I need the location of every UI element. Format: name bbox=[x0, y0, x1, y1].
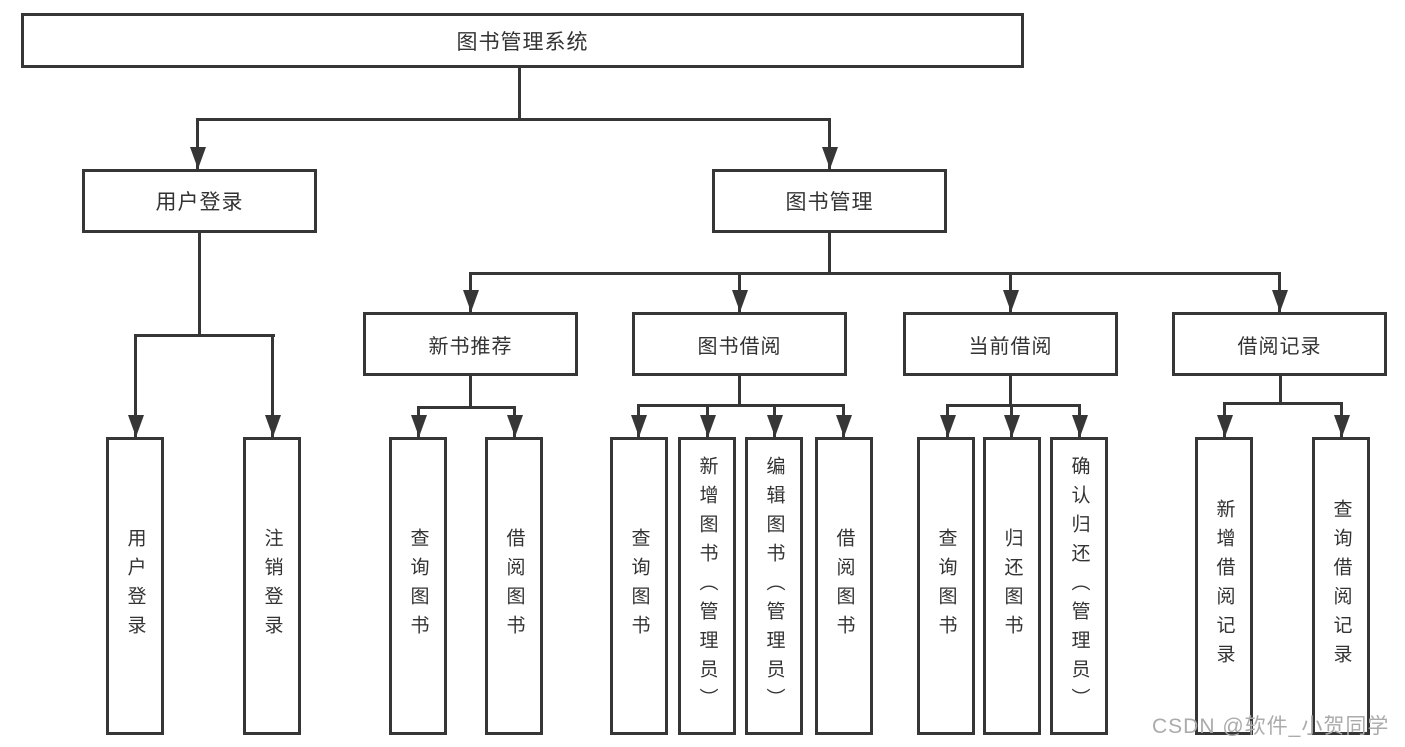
connector-borrow-records-hline bbox=[1223, 402, 1343, 405]
connector-book-borrow-arrow-4 bbox=[842, 404, 845, 437]
node-user-login-label: 用户登录 bbox=[155, 191, 244, 214]
connector-book-management-arrow-book-borrow bbox=[738, 272, 741, 312]
leaf-node-edit-books-admin: 编辑图书（管理员） bbox=[745, 437, 803, 735]
connector-new-book-hline bbox=[417, 406, 516, 409]
leaf-node-add-borrow-record-label: 新增借阅记录 bbox=[1213, 499, 1235, 673]
connector-current-borrow-vline bbox=[1009, 374, 1012, 406]
leaf-node-borrow-books-recommend-label: 借阅图书 bbox=[503, 528, 525, 644]
leaf-node-query-books-current: 查询图书 bbox=[917, 437, 975, 735]
leaf-node-add-borrow-record: 新增借阅记录 bbox=[1195, 437, 1253, 735]
leaf-node-query-books-borrow-label: 查询图书 bbox=[628, 528, 650, 644]
leaf-node-query-books-recommend: 查询图书 bbox=[389, 437, 447, 735]
connector-root-hline bbox=[196, 118, 831, 121]
connector-book-borrow-arrow-1 bbox=[637, 404, 640, 437]
node-book-management: 图书管理 bbox=[712, 169, 947, 233]
leaf-node-query-books-current-label: 查询图书 bbox=[935, 528, 957, 644]
connector-book-management-arrow-borrow-records bbox=[1278, 272, 1281, 312]
node-book-borrow-label: 图书借阅 bbox=[697, 335, 782, 358]
connector-current-borrow-arrow-2 bbox=[1010, 404, 1013, 437]
node-user-login: 用户登录 bbox=[82, 169, 317, 233]
connector-borrow-records-arrow-1 bbox=[1223, 402, 1226, 437]
connector-user-login-hline bbox=[134, 334, 275, 337]
connector-root-vline bbox=[518, 66, 521, 120]
leaf-node-query-borrow-record: 查询借阅记录 bbox=[1312, 437, 1370, 735]
node-new-book-recommend: 新书推荐 bbox=[363, 312, 578, 376]
connector-root-arrow-user-login bbox=[196, 118, 199, 169]
leaf-node-logout-label: 注销登录 bbox=[261, 528, 283, 644]
connector-user-login-vline bbox=[198, 231, 201, 336]
node-root-library-system: 图书管理系统 bbox=[21, 13, 1024, 68]
connector-book-management-arrow-new-book bbox=[469, 272, 472, 312]
connector-new-book-vline bbox=[469, 374, 472, 408]
connector-root-arrow-book-management bbox=[828, 118, 831, 169]
node-root-label: 图书管理系统 bbox=[456, 30, 589, 54]
node-new-book-recommend-label: 新书推荐 bbox=[428, 335, 513, 358]
leaf-node-confirm-return-admin: 确认归还（管理员） bbox=[1050, 437, 1108, 735]
leaf-node-borrow-books-label: 借阅图书 bbox=[833, 528, 855, 644]
connector-borrow-records-arrow-2 bbox=[1340, 402, 1343, 437]
connector-new-book-arrow-2 bbox=[513, 406, 516, 437]
leaf-node-edit-books-admin-label: 编辑图书（管理员） bbox=[763, 455, 785, 717]
connector-book-management-vline bbox=[828, 231, 831, 275]
connector-book-management-hline bbox=[469, 272, 1281, 275]
leaf-node-user-login: 用户登录 bbox=[106, 437, 164, 735]
connector-book-borrow-vline bbox=[738, 374, 741, 406]
leaf-node-return-books-label: 归还图书 bbox=[1001, 528, 1023, 644]
node-borrow-records: 借阅记录 bbox=[1172, 312, 1387, 376]
leaf-node-return-books: 归还图书 bbox=[983, 437, 1041, 735]
connector-borrow-records-vline bbox=[1279, 374, 1282, 404]
connector-current-borrow-arrow-3 bbox=[1078, 404, 1081, 437]
leaf-node-query-books-recommend-label: 查询图书 bbox=[407, 528, 429, 644]
connector-user-login-arrow-2 bbox=[271, 334, 274, 437]
connector-book-borrow-arrow-3 bbox=[773, 404, 776, 437]
leaf-node-user-login-label: 用户登录 bbox=[124, 528, 146, 644]
node-book-management-label: 图书管理 bbox=[785, 191, 874, 214]
leaf-node-confirm-return-admin-label: 确认归还（管理员） bbox=[1068, 455, 1090, 717]
leaf-node-borrow-books-recommend: 借阅图书 bbox=[485, 437, 543, 735]
connector-book-borrow-hline bbox=[637, 404, 845, 407]
leaf-node-add-books-admin-label: 新增图书（管理员） bbox=[696, 455, 718, 717]
connector-current-borrow-hline bbox=[946, 404, 1081, 407]
node-borrow-records-label: 借阅记录 bbox=[1237, 335, 1322, 358]
leaf-node-add-books-admin: 新增图书（管理员） bbox=[678, 437, 736, 735]
watermark-text: CSDN @软件_小贺同学 bbox=[1152, 715, 1390, 738]
connector-new-book-arrow-1 bbox=[417, 406, 420, 437]
leaf-node-logout: 注销登录 bbox=[243, 437, 301, 735]
leaf-node-query-books-borrow: 查询图书 bbox=[610, 437, 668, 735]
connector-user-login-arrow-1 bbox=[134, 334, 137, 437]
connector-book-management-arrow-current-borrow bbox=[1009, 272, 1012, 312]
node-book-borrow: 图书借阅 bbox=[632, 312, 847, 376]
node-current-borrow-label: 当前借阅 bbox=[968, 335, 1053, 358]
leaf-node-query-borrow-record-label: 查询借阅记录 bbox=[1330, 499, 1352, 673]
connector-book-borrow-arrow-2 bbox=[706, 404, 709, 437]
leaf-node-borrow-books: 借阅图书 bbox=[815, 437, 873, 735]
node-current-borrow: 当前借阅 bbox=[903, 312, 1118, 376]
connector-current-borrow-arrow-1 bbox=[946, 404, 949, 437]
